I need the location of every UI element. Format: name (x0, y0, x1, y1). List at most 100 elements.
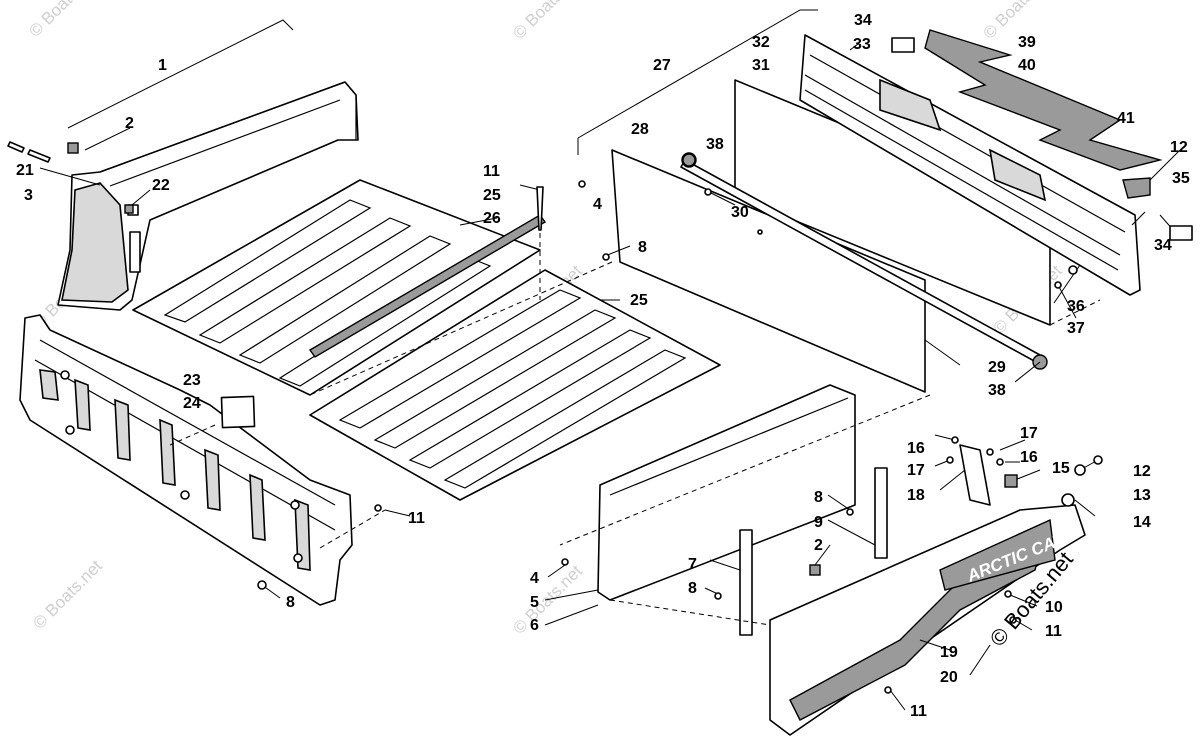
callout: 12 (1170, 139, 1188, 156)
nut-8 (602, 253, 610, 261)
callout: 17 (1020, 425, 1038, 442)
callout: 35 (1172, 170, 1190, 187)
cap-38-top (682, 153, 696, 167)
watermark-text: © Boats.net (29, 556, 106, 633)
callout: 4 (530, 570, 539, 587)
callout: 9 (814, 514, 823, 531)
callout: 14 (1133, 514, 1151, 531)
washer-17-b (986, 448, 994, 456)
callout: 32 (752, 34, 770, 51)
watermark-text: © Boats.net (25, 0, 102, 41)
callout: 12 (1133, 463, 1151, 480)
nut-8-post (714, 592, 722, 600)
screw-37 (1054, 281, 1062, 289)
callout: 36 (1067, 298, 1085, 315)
floor-panel-left (132, 179, 547, 396)
callout: 2 (125, 115, 134, 132)
washer-13 (1074, 464, 1086, 476)
callout: 11 (408, 510, 425, 527)
callout: 2 (814, 537, 823, 554)
latch-35 (1122, 177, 1151, 199)
screw-10 (1004, 590, 1012, 598)
bushing-14 (1061, 493, 1075, 507)
bolt-11 (536, 186, 544, 231)
callout: 41 (1117, 110, 1135, 127)
callout: 6 (530, 617, 539, 634)
clip-22 (124, 204, 134, 214)
callout: 17 (907, 462, 925, 479)
callout: 19 (940, 644, 958, 661)
callout: 33 (853, 36, 871, 53)
callout: 13 (1133, 487, 1151, 504)
hardware (7, 37, 1193, 694)
callout: 23 (183, 372, 201, 389)
callout: 31 (752, 57, 770, 74)
clip-2 (67, 142, 79, 154)
callout: 8 (814, 489, 823, 506)
callout: 8 (688, 580, 697, 597)
callout: 21 (16, 162, 34, 179)
callout: 34 (854, 12, 872, 29)
clip-36 (1068, 265, 1078, 275)
screw-16 (951, 436, 959, 444)
callout: 15 (1052, 460, 1070, 477)
bolt-11-rear (1009, 616, 1017, 624)
callout: 22 (152, 177, 170, 194)
callout: 25 (630, 292, 648, 309)
tailgate-decal-39-41 (924, 29, 1163, 171)
callout: 10 (1045, 599, 1063, 616)
callout: 8 (638, 239, 647, 256)
assembly-lines (169, 215, 1101, 626)
watermark-text: © Boats.net (509, 0, 586, 43)
label-34-top (891, 37, 915, 53)
screw-16-b (996, 458, 1004, 466)
callout: 16 (907, 440, 925, 457)
callout: 29 (988, 359, 1006, 376)
callout: 37 (1067, 320, 1085, 337)
washer-17 (946, 456, 954, 464)
bolt-12 (1093, 455, 1103, 465)
callout: 7 (688, 556, 697, 573)
clip-2-rear (809, 564, 821, 576)
rear-post-9 (874, 467, 888, 559)
callout: 16 (1020, 449, 1038, 466)
callout: 28 (631, 121, 649, 138)
latch-strap (959, 444, 991, 506)
callout: 5 (530, 594, 539, 611)
callout: 27 (653, 57, 671, 74)
label-34-right (1169, 225, 1193, 241)
callout: 40 (1018, 57, 1036, 74)
front-panel (19, 314, 353, 606)
tailgate-frame-32 (799, 34, 1141, 296)
callout: 8 (286, 594, 295, 611)
callout: 11 (483, 163, 500, 180)
bolt-11-front (374, 504, 382, 512)
nut-4-rear (561, 558, 569, 566)
callout: 39 (1018, 34, 1036, 51)
callout: 20 (940, 669, 958, 686)
callout: 24 (183, 395, 201, 412)
assembly-brackets (67, 9, 818, 155)
callout: 11 (910, 703, 927, 720)
callout: 18 (907, 487, 925, 504)
callout: 3 (24, 187, 33, 204)
callout: 38 (706, 136, 724, 153)
callout: 4 (593, 196, 602, 213)
callouts: 1 2 3 21 22 23 24 8 11 25 26 8 25 11 27 … (16, 12, 1190, 720)
callout: 25 (483, 187, 501, 204)
label-plate (220, 395, 256, 429)
callout: 11 (1045, 623, 1062, 640)
pin-21 (7, 141, 25, 153)
rear-panel-6 (597, 384, 856, 601)
callout: 30 (731, 204, 749, 221)
callout: 38 (988, 382, 1006, 399)
tailgate-outer: ARCTIC CAT XT (769, 504, 1086, 736)
left-side-panel (57, 81, 359, 311)
callout: 34 (1154, 237, 1172, 254)
callout: 26 (483, 210, 501, 227)
pin-3 (27, 149, 51, 163)
nut-8-front (257, 580, 267, 590)
bracket-15 (1004, 474, 1018, 488)
rear-post-7 (739, 529, 753, 636)
